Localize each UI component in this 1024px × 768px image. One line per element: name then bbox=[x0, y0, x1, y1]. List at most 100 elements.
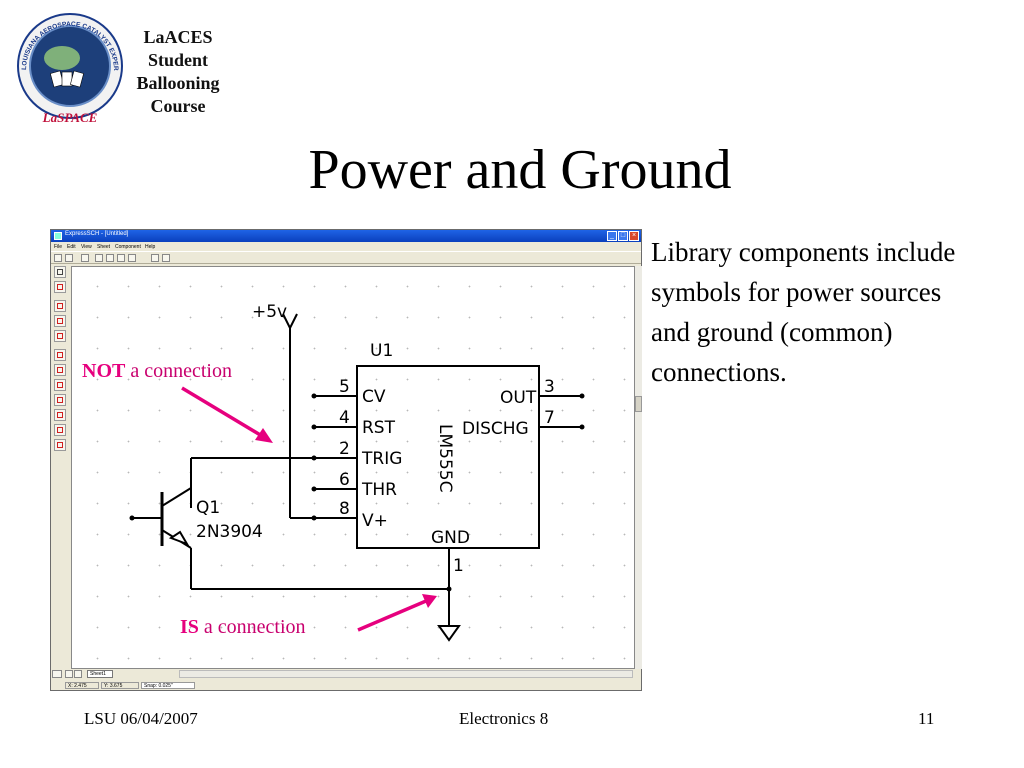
power-label: +5v bbox=[252, 302, 287, 322]
toolbar bbox=[51, 251, 641, 264]
logo-brand: LaSPACE bbox=[42, 110, 98, 125]
netlist-icon[interactable] bbox=[162, 254, 170, 262]
pin-number: 7 bbox=[544, 408, 555, 428]
pin-name: RST bbox=[362, 418, 396, 438]
window-title: ExpressSCH - [Untitled] bbox=[65, 231, 129, 237]
pin-name: DISCHG bbox=[462, 419, 529, 439]
zoom-fit-icon[interactable] bbox=[128, 254, 136, 262]
pin-dot bbox=[579, 393, 585, 399]
pin-number: 1 bbox=[453, 556, 464, 576]
footer-course: Electronics 8 bbox=[459, 709, 549, 728]
horizontal-scrollbar[interactable] bbox=[179, 670, 633, 678]
sheet-tab-row: Sheet1 bbox=[51, 669, 641, 680]
course-line: Ballooning bbox=[136, 73, 220, 93]
pin-dot bbox=[579, 424, 585, 430]
window-titlebar[interactable]: ExpressSCH - [Untitled] _ □ × bbox=[51, 230, 641, 242]
app-icon bbox=[54, 232, 62, 240]
next-sheet-icon[interactable] bbox=[74, 670, 82, 678]
pin-dot bbox=[129, 515, 135, 521]
pin-number: 8 bbox=[339, 499, 350, 519]
status-x: X: 2.475 bbox=[65, 682, 99, 689]
schematic-canvas[interactable] bbox=[71, 266, 635, 669]
transistor-collector bbox=[161, 487, 192, 507]
course-line: LaACES bbox=[143, 27, 213, 47]
pin-name: V+ bbox=[362, 511, 388, 531]
statusbar: X: 2.475 Y: 3.675 Snap: 0.025" bbox=[51, 680, 641, 691]
properties-icon[interactable] bbox=[151, 254, 159, 262]
pin-dot bbox=[311, 424, 317, 430]
menu-file[interactable]: File bbox=[54, 244, 63, 250]
ground-tool-icon[interactable] bbox=[54, 315, 66, 327]
is-connection-arrow bbox=[357, 599, 427, 632]
vertical-scroll-thumb[interactable] bbox=[635, 396, 642, 412]
zoom-in-icon[interactable] bbox=[95, 254, 103, 262]
laspace-logo: LaSPACE LOUISIANA AEROSPACE CATALYST EXP… bbox=[14, 10, 123, 125]
port-tool-icon[interactable] bbox=[54, 394, 66, 406]
transistor-ref: Q1 bbox=[196, 498, 220, 518]
pin-dot bbox=[311, 515, 317, 521]
menu-help[interactable]: Help bbox=[145, 244, 156, 250]
expresssch-window: ExpressSCH - [Untitled] _ □ × File Edit … bbox=[50, 229, 642, 691]
pin-name: THR bbox=[361, 480, 397, 500]
menu-view[interactable]: View bbox=[81, 244, 92, 250]
zoom-area-icon[interactable] bbox=[117, 254, 125, 262]
circle-tool-icon[interactable] bbox=[54, 409, 66, 421]
not-connection-label: NOT a connection bbox=[82, 360, 232, 383]
chip-part: LM555C bbox=[435, 424, 455, 492]
text-tool-icon[interactable] bbox=[54, 439, 66, 451]
snap-select[interactable]: Snap: 0.025" bbox=[141, 682, 195, 689]
transistor-arrow bbox=[168, 530, 190, 546]
component-tool-icon[interactable] bbox=[54, 281, 66, 293]
page-icon[interactable] bbox=[52, 670, 62, 678]
menubar: File Edit View Sheet Component Help bbox=[51, 242, 641, 251]
pin-name: CV bbox=[362, 387, 386, 407]
pin-number: 3 bbox=[544, 377, 555, 397]
vertical-scrollbar[interactable] bbox=[635, 266, 642, 669]
minimize-button[interactable]: _ bbox=[607, 231, 617, 241]
transistor-part: 2N3904 bbox=[196, 522, 263, 542]
line-tool-icon[interactable] bbox=[54, 364, 66, 376]
is-arrow-head bbox=[422, 594, 437, 608]
pin-name: GND bbox=[431, 528, 470, 548]
course-line: Student bbox=[147, 50, 209, 70]
pin-dot bbox=[446, 586, 452, 592]
close-button[interactable]: × bbox=[629, 231, 639, 241]
pin-name: TRIG bbox=[361, 449, 402, 469]
tab-sheet1[interactable]: Sheet1 bbox=[87, 670, 113, 678]
is-label-rest: a connection bbox=[198, 616, 306, 638]
maximize-button[interactable]: □ bbox=[618, 231, 628, 241]
pin-dot bbox=[311, 393, 317, 399]
not-label-bold: NOT bbox=[82, 360, 126, 382]
open-icon[interactable] bbox=[54, 254, 62, 262]
slide-number: 11 bbox=[918, 709, 935, 728]
chip-ref: U1 bbox=[370, 341, 393, 361]
course-name: LaACES Student Ballooning Course bbox=[126, 26, 230, 118]
select-tool-icon[interactable] bbox=[54, 266, 66, 278]
is-connection-label: IS a connection bbox=[180, 616, 306, 639]
menu-sheet[interactable]: Sheet bbox=[97, 244, 111, 250]
wire-tool-icon[interactable] bbox=[54, 330, 66, 342]
pin-tool-icon[interactable] bbox=[54, 424, 66, 436]
is-label-bold: IS bbox=[180, 616, 199, 638]
not-label-rest: a connection bbox=[125, 360, 232, 382]
prev-sheet-icon[interactable] bbox=[65, 670, 73, 678]
pin-number: 4 bbox=[339, 408, 350, 428]
menu-edit[interactable]: Edit bbox=[67, 244, 76, 250]
rectangle-tool-icon[interactable] bbox=[54, 379, 66, 391]
footer-date: LSU 06/04/2007 bbox=[84, 709, 198, 728]
bus-tool-icon[interactable] bbox=[54, 349, 66, 361]
not-arrow-head bbox=[255, 428, 273, 443]
drawing-toolbox bbox=[52, 266, 68, 674]
pin-name: OUT bbox=[500, 388, 537, 408]
save-icon[interactable] bbox=[65, 254, 73, 262]
menu-component[interactable]: Component bbox=[115, 244, 141, 250]
course-line: Course bbox=[150, 96, 206, 116]
undo-icon[interactable] bbox=[81, 254, 89, 262]
power-tool-icon[interactable] bbox=[54, 300, 66, 312]
pin-dot bbox=[311, 486, 317, 492]
not-connection-arrow bbox=[181, 386, 263, 438]
zoom-out-icon[interactable] bbox=[106, 254, 114, 262]
pin-dot bbox=[311, 455, 317, 461]
pin-number: 2 bbox=[339, 439, 350, 459]
